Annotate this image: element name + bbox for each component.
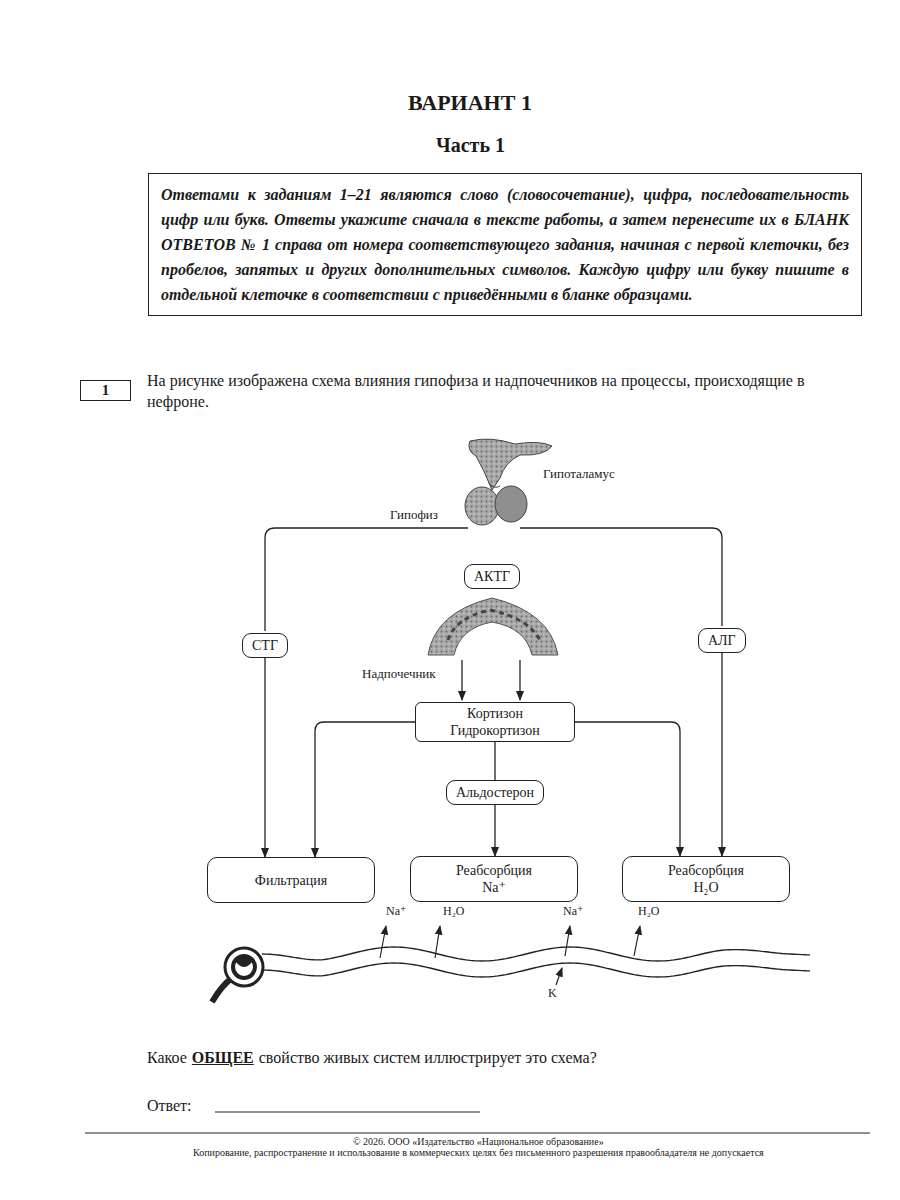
- node-text: 1: [81, 381, 130, 399]
- ion-label: Na⁺: [386, 905, 406, 919]
- arrow: [565, 926, 570, 956]
- node-text: Ответами к заданиям 1–21 являются слово …: [161, 182, 849, 307]
- footer-text: © 2026. ООО «Издательство «Национальное …: [353, 1136, 604, 1148]
- arrow: [380, 926, 386, 958]
- node-text: Реабсорбция Na⁺: [451, 862, 537, 896]
- arrow: [519, 660, 520, 700]
- question-text: свойство живых систем иллюстрирует это с…: [259, 1049, 597, 1067]
- hormone-box: АКТГ: [464, 564, 520, 589]
- hormone-box: СТГ: [242, 633, 288, 658]
- part-heading: Часть 1: [436, 134, 505, 157]
- part-label: Гипофиз: [390, 508, 438, 523]
- ion-label: K: [548, 987, 557, 1001]
- question-text: ОБЩЕЕ: [192, 1049, 254, 1067]
- hormone-box: Альдостерон: [446, 780, 544, 805]
- task-text: На рисунке изображена схема влияния гипо…: [147, 370, 867, 412]
- footer-rule: [85, 1133, 870, 1134]
- ion-label: H₂O: [638, 905, 660, 919]
- node-text: АЛГ: [708, 632, 736, 649]
- connector: [315, 722, 415, 857]
- connector: [575, 722, 680, 856]
- tubule-wall: [262, 947, 810, 961]
- connector: [494, 805, 495, 856]
- footer-text: Копирование, распространение и использов…: [193, 1147, 764, 1159]
- nephron-drawing: [212, 947, 810, 1004]
- process-box: Реабсорбция Na⁺: [410, 856, 578, 902]
- arrow: [634, 926, 640, 956]
- answer-line: [215, 1112, 480, 1113]
- part-label: Надпочечник: [362, 667, 436, 682]
- hormone-line: [520, 528, 722, 626]
- answer-label: Ответ:: [147, 1097, 192, 1115]
- node-text: Кортизон Гидрокортизон: [440, 705, 550, 739]
- arrow: [556, 968, 562, 985]
- node-text: Альдостерон: [456, 784, 534, 801]
- connector: [721, 653, 722, 856]
- question-row: Какое ОБЩЕЕ свойство живых систем иллюстри…: [147, 1049, 597, 1067]
- hormone-box: АЛГ: [698, 628, 746, 653]
- connector: [494, 742, 495, 780]
- arrow: [435, 926, 440, 958]
- node-text: АКТГ: [474, 568, 510, 585]
- node-text: Реабсорбция H₂O: [663, 862, 749, 896]
- adrenal-core: [448, 610, 540, 640]
- adrenal-drawing: [428, 598, 558, 655]
- node-text: Фильтрация: [248, 872, 334, 889]
- part-label: Гипоталамус: [543, 467, 615, 482]
- node-text: СТГ: [252, 637, 278, 654]
- hormone-box: Кортизон Гидрокортизон: [415, 702, 575, 742]
- page-title: ВАРИАНТ 1: [408, 90, 532, 115]
- hormone-line: [265, 528, 468, 631]
- tubule-wall: [262, 963, 810, 977]
- arrow: [461, 660, 462, 700]
- pituitary-drawing: [465, 439, 552, 525]
- process-box: Реабсорбция H₂O: [622, 856, 790, 902]
- question-text: Какое: [147, 1049, 187, 1067]
- task-number: 1: [80, 380, 131, 401]
- connector: [264, 658, 265, 857]
- ion-label: H₂O: [443, 905, 465, 919]
- instruction-box: Ответами к заданиям 1–21 являются слово …: [148, 173, 862, 316]
- process-box: Фильтрация: [207, 857, 375, 903]
- ion-label: Na⁺: [563, 905, 583, 919]
